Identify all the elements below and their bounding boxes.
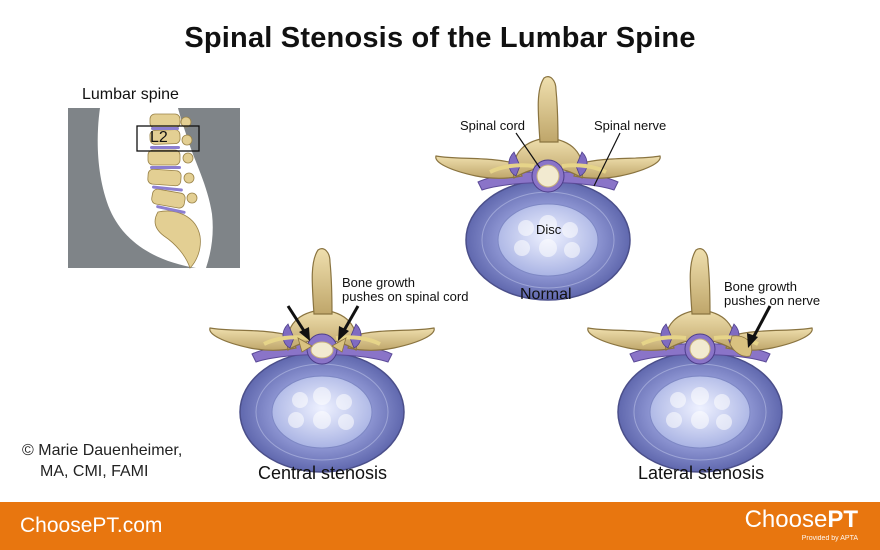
illustration [68,74,815,474]
central-stenosis-caption: Central stenosis [258,463,388,483]
l2-label: L2 [150,129,168,146]
spinal-cord-label: Spinal cord [460,118,526,133]
normal-caption: Normal [520,286,572,303]
credit-line-1: © Marie Dauenheimer, [22,442,183,459]
copyright-credit: © Marie Dauenheimer, MA, CMI, FAMI [22,440,182,482]
brand-tagline: Provided by APTA [801,535,858,542]
normal-vertebra [433,74,663,302]
central-stenosis-vertebra [207,246,437,474]
lateral-stenosis-caption: Lateral stenosis [638,463,765,483]
bone-growth-cord-label-2: pushes on spinal cord [342,289,469,304]
bone-growth-nerve-label-2: pushes on nerve [724,293,821,308]
l2-highlight-box [136,125,200,152]
site-link[interactable]: ChoosePT.com [20,514,163,537]
credit-line-2: MA, CMI, FAMI [40,463,149,480]
lumbar-spine-panel [68,108,240,269]
choosept-logo: ChoosePT Provided by APTA [745,506,858,543]
lateral-stenosis-vertebra [585,246,815,474]
page-title: Spinal Stenosis of the Lumbar Spine [184,22,696,54]
spinal-nerve-label: Spinal nerve [594,118,667,133]
bone-growth-nerve-label-1: Bone growth [724,279,797,294]
disc-label: Disc [536,222,562,237]
brand-bold-text: PT [827,506,858,533]
lumbar-spine-label: Lumbar spine [82,86,179,103]
bone-growth-cord-label-1: Bone growth [342,275,415,290]
brand-light-text: Choose [744,506,828,533]
footer-bar: ChoosePT.com ChoosePT Provided by APTA [0,502,880,550]
